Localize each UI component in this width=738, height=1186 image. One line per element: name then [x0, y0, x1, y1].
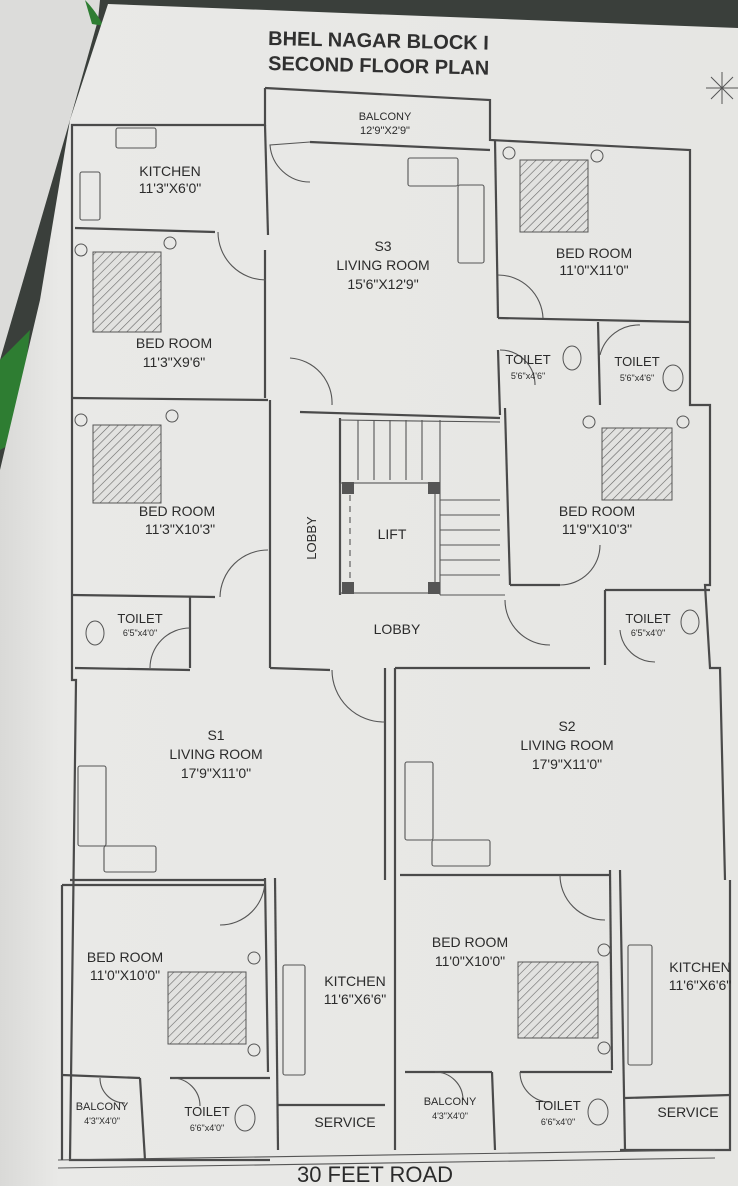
living-s1-dim: 17'9"X11'0"	[181, 765, 251, 781]
living-s3-name: LIVING ROOM	[336, 257, 429, 273]
north-arrow-icon	[706, 72, 738, 104]
toilet-s3-a-name: TOILET	[505, 352, 550, 367]
bed-s3-right-name: BED ROOM	[556, 245, 632, 261]
toilet-s2-upper-name: TOILET	[625, 611, 670, 626]
bed-s2-upper-dim: 11'9"X10'3"	[562, 521, 632, 537]
bed-s1-lower-icon	[167, 971, 247, 1045]
bed-s1-upper-dim: 11'3"X10'3"	[145, 521, 215, 537]
bed-s2-lower-dim: 11'0"X10'0"	[435, 953, 505, 969]
bed-s3-left-dim: 11'3"X9'6"	[143, 354, 206, 370]
living-s2-name: LIVING ROOM	[520, 737, 613, 753]
toilet-fixtures	[85, 345, 700, 1132]
internal-walls	[60, 124, 731, 1161]
lamp-icons	[74, 146, 690, 1057]
bed-s2-lower-name: BED ROOM	[432, 934, 508, 950]
toilet-s1-upper-dim: 6'5"x4'0"	[123, 628, 157, 638]
bed-s3-right-dim: 11'0"X11'0"	[559, 262, 628, 278]
lobby-main-name: LOBBY	[374, 621, 421, 637]
kitchen-s3-name: KITCHEN	[139, 163, 200, 179]
leaf-left	[0, 330, 30, 450]
toilet-s3-a-dim: 5'6"x4'6"	[511, 371, 545, 381]
bed-s2-upper-name: BED ROOM	[559, 503, 635, 519]
door-swings	[99, 141, 656, 1107]
lift-name: LIFT	[378, 526, 407, 542]
lobby-vertical-name: LOBBY	[304, 516, 319, 560]
service-s2-name: SERVICE	[657, 1104, 718, 1120]
balcony-s1-name: BALCONY	[76, 1101, 129, 1113]
balcony-s2-name: BALCONY	[424, 1096, 477, 1108]
title-line-1: BHEL NAGAR BLOCK I	[268, 28, 489, 55]
toilet-s1-lower-name: TOILET	[184, 1104, 229, 1119]
living-s1-unit: S1	[207, 727, 224, 743]
bed-s3-left-icon	[92, 251, 162, 333]
toilet-s2-upper-dim: 6'5"x4'0"	[631, 628, 665, 638]
toilet-s2-lower-name: TOILET	[535, 1098, 580, 1113]
balcony-top-name: BALCONY	[359, 111, 412, 123]
kitchen-s1-dim: 11'6"X6'6"	[324, 991, 387, 1007]
living-s1-name: LIVING ROOM	[169, 746, 262, 762]
toilet-s3-b-dim: 5'6"x4'6"	[620, 373, 654, 383]
toilet-s3-b-name: TOILET	[614, 354, 659, 369]
toilet-s1-lower-dim: 6'6"x4'0"	[190, 1123, 224, 1133]
back-page	[0, 0, 100, 360]
service-s1-name: SERVICE	[314, 1114, 375, 1130]
bed-s2-upper-icon	[601, 427, 673, 501]
bed-s1-lower-name: BED ROOM	[87, 949, 163, 965]
balcony-top-dim: 12'9"X2'9"	[360, 125, 410, 137]
staircase	[339, 419, 505, 596]
balcony-s2-dim: 4'3"X4'0"	[432, 1111, 468, 1121]
road-label: 30 FEET ROAD	[297, 1162, 453, 1186]
kitchen-s3-dim: 11'3"X6'0"	[139, 180, 202, 196]
toilet-s2-lower-dim: 6'6"x4'0"	[541, 1117, 575, 1127]
bed-s2-lower-icon	[517, 961, 599, 1039]
bed-s3-right-icon	[519, 159, 589, 233]
bed-s1-upper-name: BED ROOM	[139, 503, 215, 519]
living-s3-dim: 15'6"X12'9"	[347, 276, 418, 292]
fixtures	[77, 127, 653, 1076]
kitchen-s1-name: KITCHEN	[324, 973, 385, 989]
balcony-s1-dim: 4'3"X4'0"	[84, 1116, 120, 1126]
bed-s3-left-name: BED ROOM	[136, 335, 212, 351]
kitchen-s2-name: KITCHEN	[669, 959, 730, 975]
living-s3-unit: S3	[374, 238, 391, 254]
kitchen-s2-dim: 11'6"X6'6"	[669, 977, 732, 993]
lift-shaft	[339, 482, 436, 594]
title-line-2: SECOND FLOOR PLAN	[268, 53, 490, 80]
toilet-s1-upper-name: TOILET	[117, 611, 162, 626]
bed-s1-lower-dim: 11'0"X10'0"	[90, 967, 160, 983]
bed-s1-upper-icon	[92, 424, 162, 504]
living-s2-unit: S2	[558, 718, 575, 734]
room-labels: BALCONY 12'9"X2'9" KITCHEN 11'3"X6'0" S3…	[76, 111, 732, 1133]
beds	[92, 159, 673, 1045]
paper-sheet	[0, 4, 738, 1186]
leaf-corner-top	[85, 0, 104, 26]
living-s2-dim: 17'9"X11'0"	[532, 756, 602, 772]
